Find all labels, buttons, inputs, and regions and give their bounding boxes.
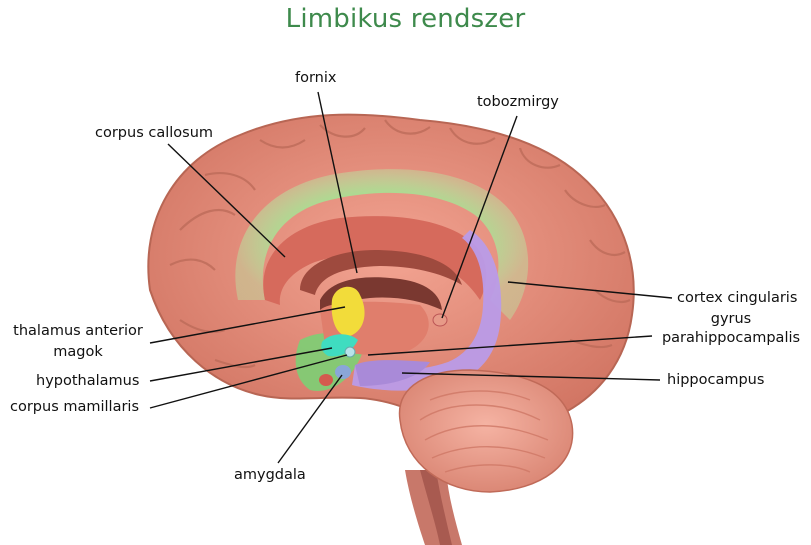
label-amygdala: amygdala [234, 467, 306, 483]
ventricle [320, 277, 442, 310]
label-thalamus-anterior: thalamus anterior magok [8, 323, 148, 361]
page-title: Limbikus rendszer [285, 4, 526, 34]
hippocampus-tail [355, 360, 430, 386]
label-hippocampus: hippocampus [667, 372, 765, 388]
cerebellum [398, 369, 574, 493]
line-cortex-cingularis [507, 281, 673, 299]
line-hippocampus [401, 372, 661, 381]
corpus-mamillaris-region [344, 346, 356, 358]
spinal-shading [420, 470, 452, 545]
label-tobozmirgy: tobozmirgy [477, 94, 559, 110]
cerebral-cortex [147, 113, 635, 430]
label-gyrus-line2: parahippocampalis [661, 330, 801, 346]
corpus-callosum-region [263, 216, 487, 305]
cortex-cingularis-region [235, 169, 529, 320]
label-gyrus-parahippocampalis: gyrus parahippocampalis [657, 311, 805, 347]
line-gyrus [367, 335, 653, 356]
small-red-nucleus [319, 374, 333, 386]
label-hypothalamus: hypothalamus [36, 373, 140, 389]
label-gyrus-line1: gyrus [710, 311, 752, 327]
line-amygdala [277, 374, 343, 464]
tobozmirgy-region [432, 313, 448, 327]
leader-lines [149, 91, 673, 464]
line-fornix [317, 91, 358, 274]
label-fornix: fornix [295, 70, 337, 86]
line-hypothalamus [149, 347, 333, 382]
thalamus-anterior-region [331, 286, 365, 337]
line-tobozmirgy [441, 115, 518, 319]
amygdala-region [335, 365, 351, 379]
fornix-region [300, 250, 462, 295]
line-corpus-callosum [167, 143, 286, 258]
label-thalamus-line2: magok [53, 344, 103, 360]
line-thalamus [149, 306, 346, 344]
label-corpus-mamillaris: corpus mamillaris [10, 399, 140, 415]
line-corpus-mamillaris [149, 354, 348, 409]
label-thalamus-line1: thalamus anterior [13, 323, 143, 339]
label-corpus-callosum: corpus callosum [95, 125, 214, 141]
label-cortex-cingularis: cortex cingularis [677, 290, 798, 306]
cerebellum-texture [419, 390, 549, 473]
